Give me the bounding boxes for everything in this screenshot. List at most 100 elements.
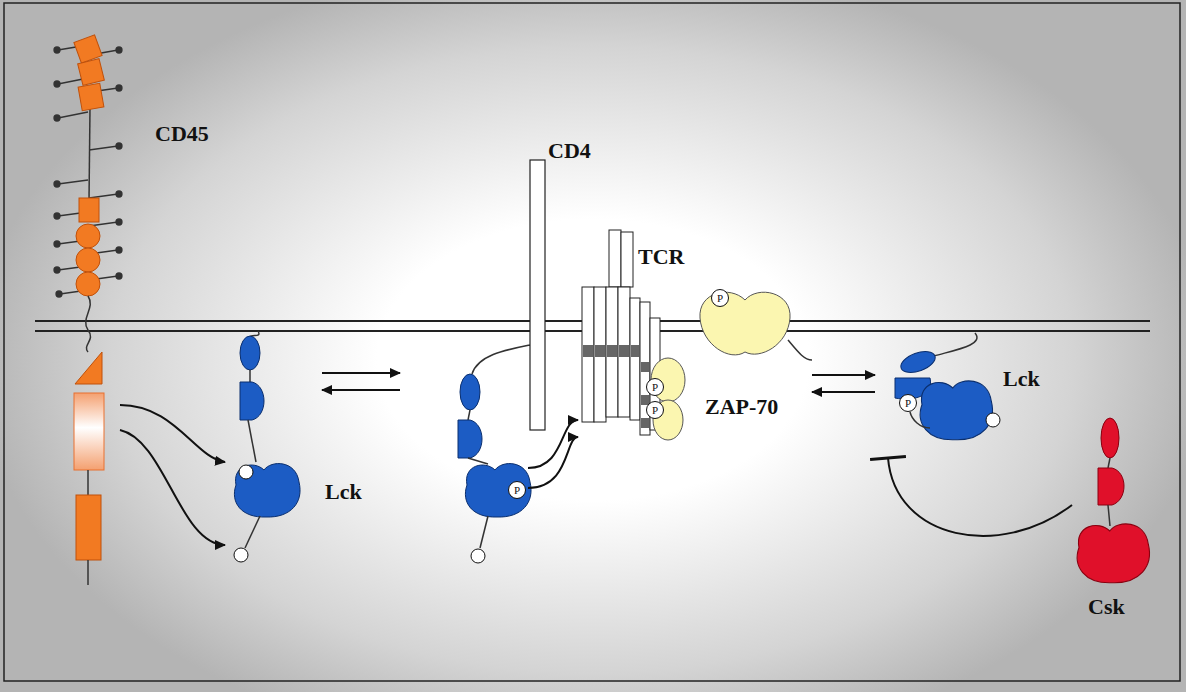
tcr-complex-part-part [607, 345, 617, 357]
lck-open-node: Lck [225, 333, 322, 565]
cd45-molecule-part [76, 248, 100, 272]
lck-closed-molecule-part [910, 412, 930, 428]
zap70-molecule-part [788, 340, 812, 360]
phospho-mark: P [646, 378, 664, 396]
cd45-sticks-part [54, 213, 60, 219]
lck-closed-molecule-part [920, 381, 992, 440]
cd45-molecule-part [89, 108, 90, 200]
lck-open-molecule-part [234, 464, 300, 517]
molecule-label: Csk [1088, 596, 1125, 618]
cd45-sticks-part [58, 180, 88, 184]
tcr-complex [582, 230, 685, 440]
cd45-sticks-part [116, 47, 122, 53]
lck-closed-molecule-part [986, 413, 1000, 427]
lck-open-molecule [234, 331, 300, 562]
lck-closed-molecule-part [898, 347, 938, 376]
lck-active-node: P [400, 333, 528, 565]
cd45-molecule-part [78, 59, 105, 86]
lck-open-molecule-part [240, 336, 260, 370]
reaction-arrow [322, 389, 400, 391]
reaction-arrow [120, 430, 225, 545]
phospho-mark: P [711, 289, 729, 307]
cd45-molecule-part [87, 470, 89, 495]
cd45-molecule-part [78, 83, 104, 110]
reaction-arrow [812, 374, 875, 376]
molecule-label: CD45 [155, 123, 209, 145]
cd45-molecule-part [76, 224, 100, 248]
lck-active-molecule-part [480, 516, 488, 548]
lck-open-molecule-part [248, 420, 256, 462]
lck-closed-molecule [895, 333, 1000, 440]
tcr-complex-part [594, 287, 606, 422]
cd45-molecule-part [74, 393, 104, 470]
cd45-sticks-part [54, 81, 60, 87]
cd45-sticks-part [116, 273, 122, 279]
tcr-complex-part-part [595, 345, 605, 357]
tcr-complex-part-part [583, 345, 593, 357]
molecule-label: ZAP-70 [705, 396, 778, 418]
cd45-sticks-part [116, 247, 122, 253]
cd45-sticks-part [56, 291, 62, 297]
phospho-mark: P [899, 394, 917, 412]
cd45-sticks-part [58, 112, 88, 118]
reaction-arrow [812, 391, 875, 393]
cd45-sticks [54, 45, 122, 297]
cd45-molecule-part [76, 272, 100, 296]
csk-molecule-part [1108, 458, 1110, 468]
molecule-label: Lck [325, 481, 362, 503]
lck-active-molecule-part [458, 420, 482, 458]
tcr-complex-part-part [619, 345, 629, 357]
cd45-molecule-part [75, 352, 102, 384]
inhibition-line [888, 458, 1072, 536]
cd45-molecule-part [79, 198, 99, 222]
frame-border [4, 3, 1180, 681]
csk-molecule-part [1108, 505, 1110, 526]
tcr-complex-part [609, 230, 621, 287]
tcr-complex-part [606, 287, 618, 417]
lck-active-molecule-part [468, 410, 470, 420]
cd45-sticks-part [89, 146, 118, 150]
tcr-complex-part [582, 287, 594, 422]
molecule-label: Lck [1003, 368, 1040, 390]
csk-molecule-part [1098, 468, 1124, 505]
csk-molecule [1077, 418, 1149, 583]
cd45-sticks-part [116, 219, 122, 225]
lck-active-molecule-part [471, 549, 485, 563]
reaction-arrow [528, 437, 578, 488]
tcr-node: TCRPP [578, 226, 682, 442]
zap70-node: P ZAP-70 [695, 283, 812, 425]
cd45-sticks-part [89, 194, 118, 198]
cd45-molecule-part [86, 296, 91, 352]
cd45-sticks-part [116, 85, 122, 91]
lck-open-molecule-part [249, 370, 251, 382]
reaction-arrow [322, 372, 400, 374]
csk-node: Csk [1072, 410, 1150, 625]
lck-active-molecule [458, 345, 531, 563]
lck-active-molecule-part [465, 464, 531, 517]
lck-open-molecule-part [245, 516, 260, 548]
csk-molecule-part [1077, 524, 1149, 583]
cd45-sticks-part [54, 267, 60, 273]
lck-closed-node: LckP [875, 333, 1060, 458]
tcr-complex-part [630, 298, 640, 420]
lck-open-molecule-part [234, 548, 248, 562]
tcr-complex-part-part [631, 345, 639, 357]
lck-open-molecule-part [239, 465, 253, 479]
cd4-node: CD4 [528, 158, 548, 432]
reaction-arrow [120, 405, 225, 462]
cd45-sticks-part [116, 191, 122, 197]
cd45-sticks-part [116, 143, 122, 149]
molecule-label: CD4 [548, 140, 591, 162]
tcr-complex-part-part [641, 418, 649, 428]
csk-molecule-part [1101, 418, 1119, 458]
cd45-molecule-part [76, 495, 101, 560]
cd45-molecule [74, 35, 104, 585]
cd4-rod [530, 160, 545, 430]
lck-closed-molecule-part [934, 333, 977, 356]
lck-active-molecule-part [468, 458, 488, 464]
lck-open-molecule-part [240, 382, 264, 420]
tcr-complex-part [618, 287, 630, 417]
